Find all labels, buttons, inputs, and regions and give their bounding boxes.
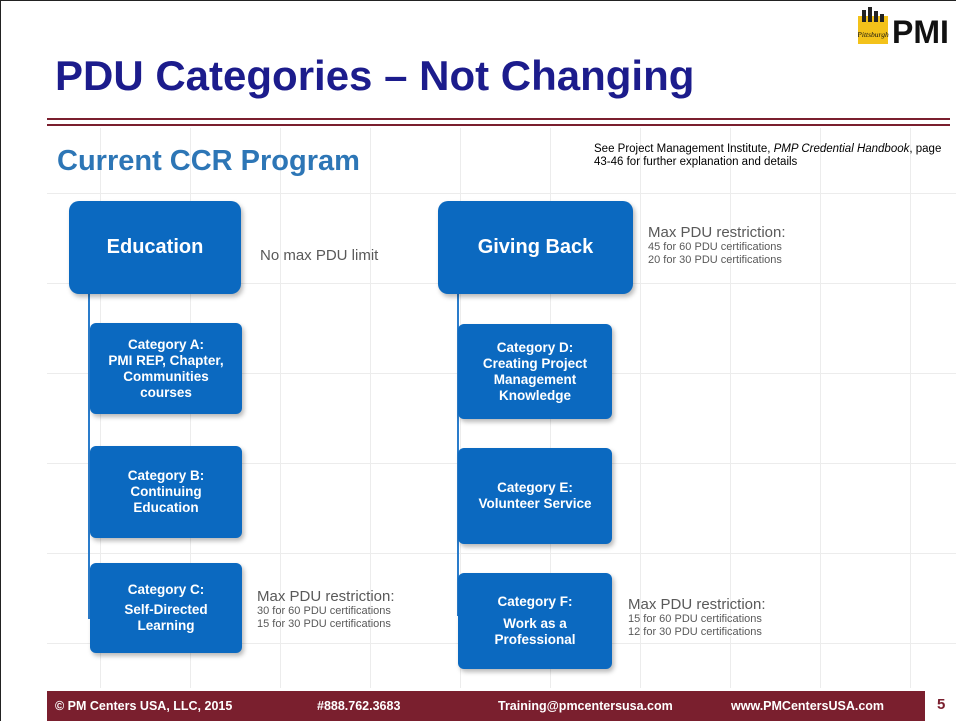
category-e-desc: Volunteer Service [478,496,592,511]
logo-badge-text: Pittsburgh [858,30,889,39]
category-a-box: Category A:PMI REP, Chapter, Communities… [90,323,242,414]
footer-email[interactable]: Training@pmcentersusa.com [498,699,673,713]
category-b-desc: Continuing Education [130,484,202,515]
category-d-desc: Creating Project Management Knowledge [482,355,588,403]
education-box: Education [69,201,241,294]
title-rule-top [47,118,950,120]
education-label: Education [106,236,204,258]
slide-border-top [0,0,956,1]
education-connector-line [88,294,90,619]
category-f-desc: Work as a Professional [494,616,576,647]
category-c-title: Category C: [127,582,205,597]
category-c-restriction-line2: 15 for 30 PDU certifications [257,618,391,630]
category-f-title: Category F: [497,594,573,609]
education-limit-text: No max PDU limit [260,247,379,264]
category-a-title: Category A: [127,336,204,352]
reference-note: See Project Management Institute, PMP Cr… [594,143,950,169]
page-number: 5 [937,696,946,713]
slide-border-left [0,0,1,721]
category-f-restriction: Max PDU restriction: 15 for 60 PDU certi… [628,597,766,639]
diagram-heading: Current CCR Program [57,145,360,177]
slide-title: PDU Categories – Not Changing [55,52,695,99]
category-c-desc: Self-Directed Learning [124,602,208,633]
giving-back-restriction-line1: 45 for 60 PDU certifications [648,241,782,253]
category-c-restriction-line1: 30 for 60 PDU certifications [257,605,391,617]
category-b-title: Category B: [127,468,205,483]
giving-back-restriction: Max PDU restriction: 45 for 60 PDU certi… [648,225,786,267]
pmi-pittsburgh-logo: Pittsburgh PMI [858,7,949,50]
category-c-restriction: Max PDU restriction: 30 for 60 PDU certi… [257,589,395,631]
category-f-restriction-heading: Max PDU restriction: [628,596,766,613]
category-e-box: Category E:Volunteer Service [458,448,612,544]
footer-phone: #888.762.3683 [317,699,401,713]
giving-back-label: Giving Back [477,236,594,258]
reference-note-prefix: See Project Management Institute, [594,143,774,155]
logo-mark-text: PMI [892,14,949,50]
category-d-box: Category D:Creating Project Management K… [458,324,612,419]
footer-copyright: © PM Centers USA, LLC, 2015 [55,699,233,713]
category-f-box: Category F: Work as a Professional [458,573,612,669]
category-b-box: Category B:Continuing Education [90,446,242,538]
category-f-restriction-line1: 15 for 60 PDU certifications [628,613,762,625]
category-f-restriction-line2: 12 for 30 PDU certifications [628,626,762,638]
giving-back-restriction-heading: Max PDU restriction: [648,224,786,241]
category-a-desc: PMI REP, Chapter, Communities courses [108,352,224,400]
reference-note-suffix: , page 43-46 for further explanation and… [594,143,942,168]
footer-website[interactable]: www.PMCentersUSA.com [731,699,885,713]
category-e-title: Category E: [497,480,573,495]
category-c-box: Category C: Self-Directed Learning [90,563,242,653]
reference-note-book-title: PMP Credential Handbook [773,143,910,155]
giving-back-box: Giving Back [438,201,633,294]
giving-back-restriction-line2: 20 for 30 PDU certifications [648,254,782,266]
footer-bar: © PM Centers USA, LLC, 2015 #888.762.368… [47,691,925,721]
title-rule-bottom [47,124,950,126]
category-d-title: Category D: [496,339,574,355]
category-c-restriction-heading: Max PDU restriction: [257,588,395,605]
